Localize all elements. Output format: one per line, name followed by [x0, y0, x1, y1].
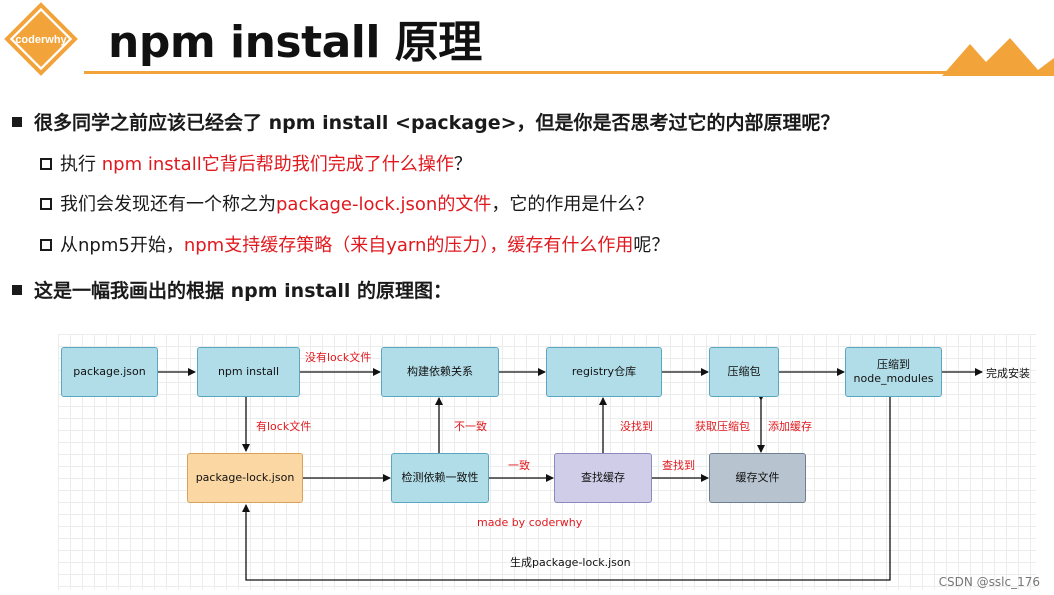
- label-found: 查找到: [662, 459, 695, 472]
- label-get-tarball: 获取压缩包: [695, 420, 750, 433]
- node-tarball: 压缩包: [709, 347, 779, 397]
- node-build-dependencies: 构建依赖关系: [381, 347, 499, 397]
- node-check-consistency: 检测依赖一致性: [391, 453, 489, 503]
- header-divider: [84, 71, 954, 74]
- node-npm-install: npm install: [197, 347, 300, 397]
- hollow-square-icon: [40, 198, 52, 210]
- filled-square-icon: [12, 117, 22, 127]
- diagram-edges: [158, 368, 983, 581]
- label-consistent: 一致: [508, 459, 530, 472]
- node-cache-file: 缓存文件: [709, 453, 806, 503]
- mountain-decoration: [942, 38, 1054, 76]
- logo-text: coderwhy: [15, 34, 67, 46]
- node-node-modules: 压缩到 node_modules: [845, 347, 942, 397]
- node-find-cache: 查找缓存: [554, 453, 652, 503]
- filled-square-icon: [12, 285, 22, 295]
- sub-bullet-2: 我们会发现还有一个称之为package-lock.json的文件，它的作用是什么…: [40, 190, 653, 216]
- label-add-cache: 添加缓存: [768, 420, 812, 433]
- label-done: 完成安装: [986, 367, 1030, 380]
- hollow-square-icon: [40, 158, 52, 170]
- label-not-found: 没找到: [620, 420, 653, 433]
- label-inconsistent: 不一致: [454, 420, 487, 433]
- node-modules-label-1: 压缩到: [877, 358, 910, 371]
- bullet-diagram-intro: 这是一幅我画出的根据 npm install 的原理图：: [12, 276, 452, 303]
- label-generate-lock: 生成package-lock.json: [510, 556, 631, 569]
- npm-install-flow-diagram: package.json npm install 构建依赖关系 registry…: [58, 334, 1036, 590]
- node-modules-label-2: node_modules: [853, 372, 934, 385]
- page-title: npm install 原理: [108, 17, 482, 68]
- node-registry: registry仓库: [546, 347, 662, 397]
- node-package-json: package.json: [61, 347, 158, 397]
- bullet-main-question: 很多同学之前应该已经会了 npm install <package>，但是你是否…: [12, 108, 840, 135]
- label-made-by: made by coderwhy: [477, 516, 583, 529]
- label-no-lock: 没有lock文件: [305, 351, 372, 364]
- edge-modules-to-lock: [242, 397, 891, 581]
- hollow-square-icon: [40, 239, 52, 251]
- sub-bullet-3: 从npm5开始，npm支持缓存策略（来自yarn的压力），缓存有什么作用呢？: [40, 231, 669, 257]
- coderwhy-logo: coderwhy: [4, 2, 78, 76]
- label-has-lock: 有lock文件: [256, 420, 312, 433]
- sub-bullet-1: 执行 npm install它背后帮助我们完成了什么操作？: [40, 150, 472, 176]
- csdn-watermark: CSDN @sslc_176: [938, 575, 1040, 589]
- node-package-lock: package-lock.json: [187, 453, 303, 503]
